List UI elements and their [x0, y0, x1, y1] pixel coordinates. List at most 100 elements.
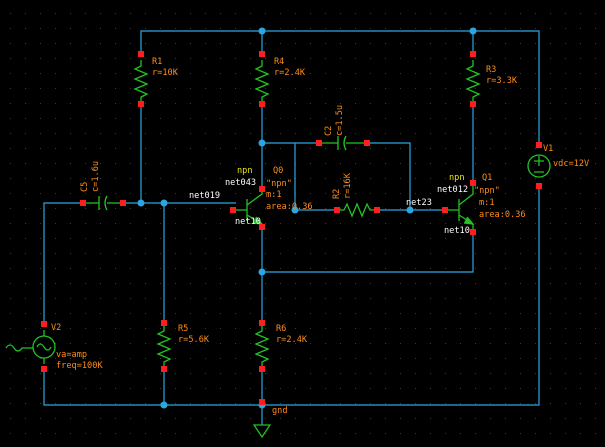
- junction-dot: [160, 199, 168, 207]
- R4-value: r=2.4K: [274, 68, 306, 78]
- junctions: [137, 27, 477, 409]
- wire: [368, 142, 411, 210]
- resistor-R4-symbol: [254, 60, 270, 101]
- resistor-R2-symbol: [340, 202, 374, 218]
- symbols: [5, 60, 551, 439]
- C5-name: C5: [80, 182, 90, 192]
- net043-label: net043: [225, 178, 256, 188]
- Q0-multiplier: m:1: [266, 190, 282, 200]
- ground-symbol: [252, 424, 272, 439]
- device-type-labels: npn npn: [237, 166, 465, 183]
- pin: [316, 140, 322, 146]
- wire: [140, 30, 540, 145]
- source-V2-wave: [36, 343, 52, 351]
- R1-name: R1: [152, 57, 162, 67]
- net019-label: net019: [189, 191, 220, 201]
- wire: [294, 143, 335, 211]
- junction-dot: [406, 206, 414, 214]
- pin: [536, 142, 542, 148]
- R4-name: R4: [274, 57, 284, 67]
- Q1-multiplier: m:1: [479, 198, 495, 208]
- pin: [120, 200, 126, 206]
- V2-value1: va=amp: [56, 350, 87, 360]
- source-V1-sign: [534, 156, 544, 173]
- transistor-Q1-symbol: [448, 186, 474, 235]
- V2-name: V2: [51, 323, 61, 333]
- net10-label-q0: net10: [235, 217, 261, 227]
- junction-dot: [258, 27, 266, 35]
- Q1-model: "npn": [474, 186, 500, 196]
- pin: [364, 140, 370, 146]
- R5-value: r=5.6K: [178, 335, 210, 345]
- Q1-area: area:0.36: [479, 210, 526, 220]
- pin: [259, 366, 265, 372]
- capacitor-C2-symbol: [322, 135, 364, 151]
- R2-name: R2: [332, 189, 342, 199]
- wire: [43, 186, 540, 406]
- R6-name: R6: [276, 324, 286, 334]
- pin: [161, 366, 167, 372]
- transistor-Q1-arrow: [463, 216, 475, 225]
- net23-label: net23: [406, 198, 432, 208]
- resistor-R6-symbol: [254, 326, 270, 366]
- pin: [536, 183, 542, 189]
- net012-label: net012: [437, 185, 468, 195]
- pin: [259, 186, 265, 192]
- source-V2-sine-icon: [5, 344, 33, 352]
- Q0-type: npn: [237, 166, 253, 176]
- pin: [259, 224, 265, 230]
- resistor-R3-symbol: [465, 60, 481, 101]
- R1-value: r=10K: [152, 68, 179, 78]
- net10-label-q1: net10: [444, 226, 470, 236]
- pin: [470, 51, 476, 57]
- pin: [470, 180, 476, 186]
- capacitor-C5-symbol: [86, 195, 120, 211]
- transistor-Q0-symbol: [236, 191, 263, 225]
- junction-dot: [137, 199, 145, 207]
- C2-value: c=1.5u: [335, 105, 345, 136]
- pin: [470, 101, 476, 107]
- pins[interactable]: [41, 51, 542, 405]
- pin: [259, 320, 265, 326]
- pin: [259, 101, 265, 107]
- wire: [43, 202, 82, 324]
- junction-dot: [160, 401, 168, 409]
- pin: [374, 207, 380, 213]
- junction-dot: [291, 206, 299, 214]
- R2-value: r=16K: [343, 172, 353, 199]
- R6-value: r=2.4K: [276, 335, 308, 345]
- V2-value2: freq=100K: [56, 361, 103, 371]
- source-V1-symbol: [527, 154, 551, 178]
- pin: [161, 320, 167, 326]
- pin: [230, 207, 236, 213]
- C5-value: c=1.6u: [91, 161, 101, 192]
- net-labels: net019 net043 net012 net23 net10 net10: [189, 178, 470, 236]
- pin: [41, 366, 47, 372]
- pin: [442, 207, 448, 213]
- resistor-R1-symbol: [133, 60, 149, 101]
- pin: [259, 51, 265, 57]
- pin: [470, 229, 476, 235]
- Q1-name: Q1: [482, 173, 492, 183]
- V1-name: V1: [543, 144, 553, 154]
- gnd-label: gnd: [272, 406, 288, 416]
- pin: [138, 101, 144, 107]
- wire: [262, 235, 474, 273]
- resistor-R5-symbol: [156, 326, 172, 366]
- pin: [80, 200, 86, 206]
- pin: [259, 399, 265, 405]
- pin: [138, 51, 144, 57]
- R5-name: R5: [178, 324, 188, 334]
- component-labels: R1 r=10K R4 r=2.4K R3 r=3.3K R5 r=5.6K R…: [51, 57, 589, 416]
- Q1-type: npn: [449, 173, 465, 183]
- junction-dot: [469, 27, 477, 35]
- Q0-model: "npn": [266, 179, 292, 189]
- junction-dot: [258, 268, 266, 276]
- V1-value: vdc=12V: [553, 159, 589, 169]
- junction-dot: [258, 139, 266, 147]
- R3-value: r=3.3K: [486, 76, 518, 86]
- R3-name: R3: [486, 65, 496, 75]
- Q0-area: area:0.36: [266, 202, 313, 212]
